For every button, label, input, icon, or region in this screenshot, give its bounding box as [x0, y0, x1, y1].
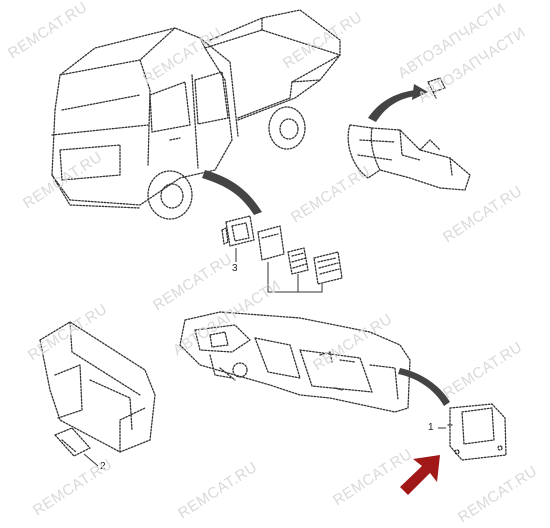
steering-column-illustration — [347, 77, 471, 191]
dash-pointer-arrow — [398, 368, 450, 406]
highlight-arrow — [400, 455, 440, 495]
truck-pointer-arrow — [202, 170, 262, 215]
dashboard-illustration — [179, 311, 411, 413]
mounting-bracket-illustration — [39, 321, 156, 467]
callout-2: 2 — [100, 461, 106, 472]
callout-3: 3 — [232, 263, 238, 274]
control-unit-illustration — [438, 403, 507, 461]
relay-cluster-illustration — [221, 215, 343, 293]
bulb-pointer-arrow — [368, 90, 416, 122]
truck-illustration — [51, 9, 341, 220]
callout-1: 1 — [428, 422, 434, 433]
